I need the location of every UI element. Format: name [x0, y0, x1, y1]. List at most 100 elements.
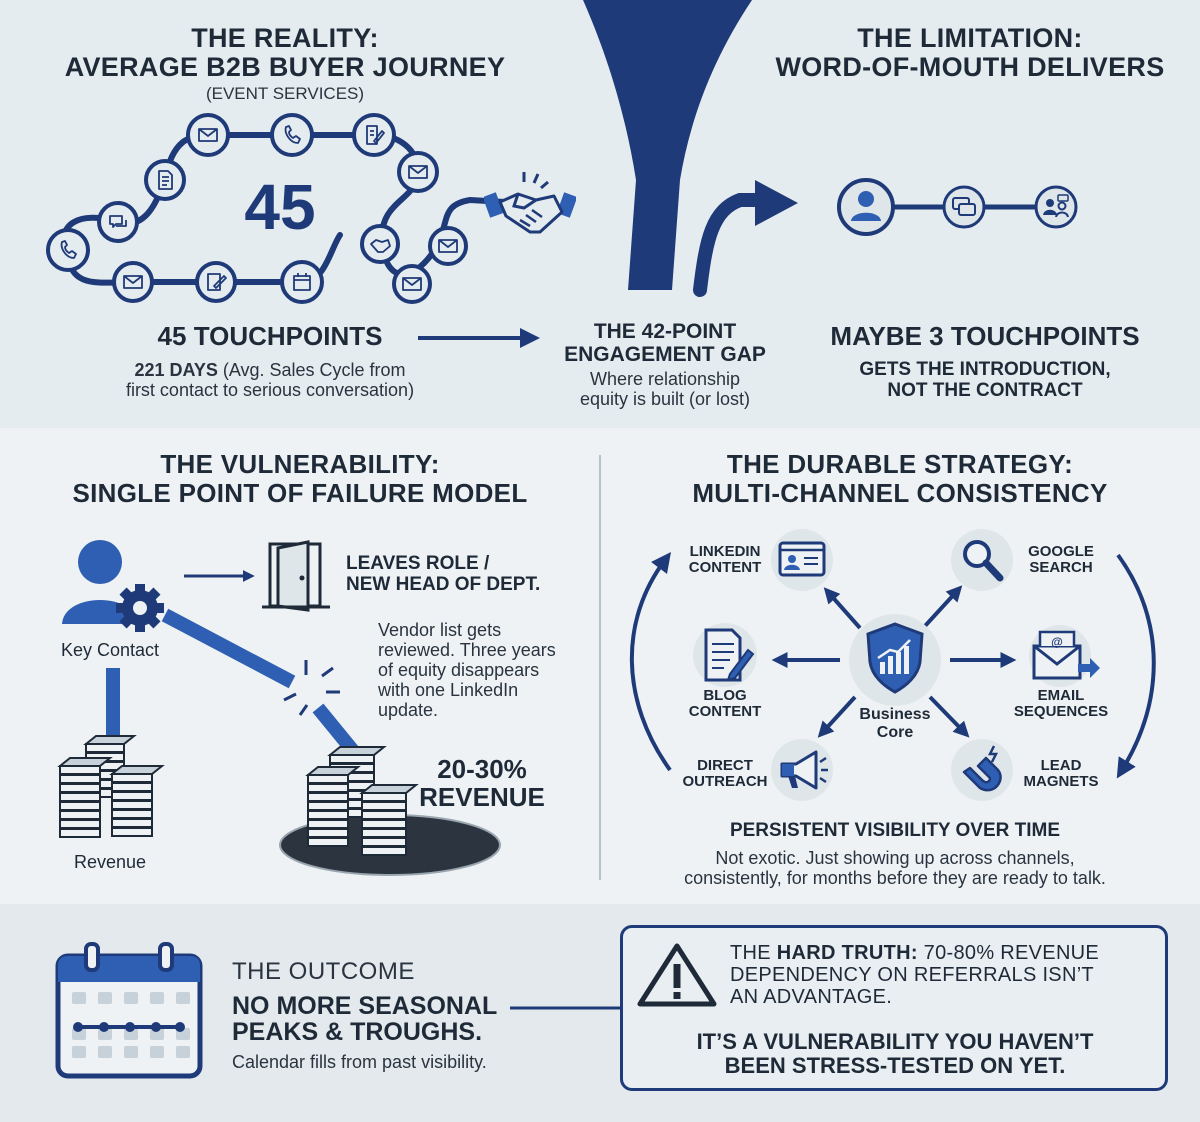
persistent-visibility-desc: Not exotic. Just showing up across chann…	[620, 848, 1170, 888]
cycle-arrow-left	[629, 551, 672, 772]
mail-icon	[392, 264, 432, 304]
limitation-title-line1: THE LIMITATION:	[857, 23, 1083, 53]
magnets-label-line1: LEAD	[1040, 757, 1082, 774]
outcome-desc: Calendar fills from past visibility.	[232, 1052, 487, 1072]
gap-title-line2: ENGAGEMENT GAP	[564, 343, 766, 366]
vulnerability-title-line1: THE VULNERABILITY:	[160, 449, 440, 479]
revenue-loss-pct: 20-30%	[437, 754, 527, 784]
visibility-line2: consistently, for months before they are…	[684, 868, 1106, 888]
gap-desc: Where relationship equity is built (or l…	[520, 369, 810, 409]
broken-link-a	[161, 608, 296, 689]
vulnerability-title-line2: SINGLE POINT OF FAILURE MODEL	[72, 478, 528, 508]
document-icon	[144, 159, 186, 201]
truth-foot-line2: BEEN STRESS-TESTED ON YET.	[724, 1053, 1066, 1078]
cycle-arrow-right	[1116, 553, 1156, 779]
reality-title-line1: THE REALITY:	[191, 23, 379, 53]
lead-magnets-label: LEAD MAGNETS	[996, 758, 1126, 790]
outcome-title-line2: PEAKS & TROUGHS.	[232, 1018, 483, 1046]
outcome-title-line1: NO MORE SEASONAL	[232, 992, 498, 1020]
strategy-title-line2: MULTI-CHANNEL CONSISTENCY	[692, 478, 1108, 508]
linkedin-content-label: LINKEDIN CONTENT	[660, 544, 790, 576]
truth-prefix: THE	[730, 942, 777, 964]
curved-arrow-icon	[693, 180, 798, 297]
days-value: 221 DAYS	[134, 360, 218, 380]
truth-line3: AN ADVANTAGE.	[730, 986, 893, 1008]
business-core-line1: Business	[859, 706, 931, 723]
mail-icon	[112, 261, 154, 303]
limitation-title-line2: WORD-OF-MOUTH DELIVERS	[775, 52, 1165, 82]
handshake-icon	[484, 172, 576, 234]
google-search-label: GOOGLE SEARCH	[996, 544, 1126, 576]
gap-title-line1: THE 42-POINT	[593, 320, 737, 343]
visibility-line1: Not exotic. Just showing up across chann…	[715, 848, 1075, 868]
maybe-touchpoints-label: MAYBE 3 TOUCHPOINTS	[830, 321, 1140, 351]
phone-icon	[46, 228, 90, 272]
touchpoints-label: 45 TOUCHPOINTS	[157, 321, 383, 351]
revenue-loss-label: REVENUE	[419, 782, 545, 812]
journey-count: 45	[244, 171, 316, 243]
calendar-icon	[280, 260, 324, 304]
hub-spokes	[771, 585, 1017, 738]
email-icon: @	[1029, 625, 1100, 687]
blog-document-icon	[693, 623, 757, 687]
reality-section-bg	[0, 0, 1200, 428]
reality-subtitle: (EVENT SERVICES)	[205, 84, 365, 103]
mail-icon	[428, 226, 468, 266]
persistent-visibility-label: PERSISTENT VISIBILITY OVER TIME	[729, 820, 1061, 841]
vendor-line1: Vendor list gets	[378, 620, 502, 640]
megaphone-icon	[771, 739, 833, 801]
search-icon	[951, 529, 1013, 591]
gap-desc-line2: equity is built (or lost)	[579, 389, 751, 409]
key-contact-icon	[62, 540, 164, 632]
magnets-label-line2: MAGNETS	[1023, 773, 1099, 790]
hard-truth-text: THE HARD TRUTH: 70-80% REVENUE DEPENDENC…	[730, 942, 1160, 1008]
blog-label-line2: CONTENT	[688, 703, 762, 720]
mail-icon	[397, 151, 439, 193]
chat-icon	[942, 185, 986, 229]
business-core-line2: Core	[876, 724, 914, 741]
vendor-desc: Vendor list gets reviewed. Three years o…	[378, 620, 598, 720]
outreach-label-line1: DIRECT	[697, 757, 753, 774]
warning-icon	[637, 943, 717, 1007]
truth-bold: HARD TRUTH:	[776, 942, 918, 964]
blog-label-line1: BLOG	[703, 687, 747, 704]
outreach-label-line2: OUTREACH	[682, 773, 768, 790]
truth-line1: 70-80% REVENUE	[917, 942, 1100, 964]
linkedin-profile-icon	[771, 529, 833, 591]
vendor-line4: with one LinkedIn	[378, 680, 519, 700]
leaves-line1: LEAVES ROLE /	[346, 553, 490, 574]
funnel-shape	[583, 0, 752, 290]
days-rest: (Avg. Sales Cycle from	[217, 360, 406, 380]
limitation-title: THE LIMITATION: WORD-OF-MOUTH DELIVERS	[750, 24, 1190, 82]
hard-truth-box	[620, 925, 1168, 1091]
linkedin-label-line1: LINKEDIN	[689, 543, 761, 560]
leaves-line2: NEW HEAD OF DEPT.	[346, 574, 541, 595]
vendor-line2: reviewed. Three years	[378, 640, 556, 660]
phone-icon	[270, 113, 314, 157]
door-icon	[262, 540, 330, 612]
outcome-title: NO MORE SEASONAL PEAKS & TROUGHS.	[232, 993, 522, 1045]
strategy-title: THE DURABLE STRATEGY: MULTI-CHANNEL CONS…	[620, 450, 1180, 508]
svg-text:@: @	[1051, 635, 1063, 649]
google-label-line1: GOOGLE	[1028, 543, 1094, 560]
outcome-label: THE OUTCOME	[232, 958, 415, 985]
vendor-line3: of equity disappears	[378, 660, 540, 680]
limitation-desc: GETS THE INTRODUCTION, NOT THE CONTRACT	[790, 359, 1180, 401]
business-core-label: Business Core	[840, 706, 950, 742]
email-sequences-label: EMAIL SEQUENCES	[996, 688, 1126, 720]
reality-title-line2: AVERAGE B2B BUYER JOURNEY	[64, 52, 506, 82]
revenue-loss: 20-30% REVENUE	[412, 755, 552, 811]
mail-icon	[186, 113, 230, 157]
group-icon	[1034, 185, 1078, 229]
reality-title: THE REALITY: AVERAGE B2B BUYER JOURNEY	[60, 24, 510, 82]
email-label-line2: SEQUENCES	[1013, 703, 1109, 720]
limitation-desc-line1: GETS THE INTRODUCTION,	[859, 359, 1111, 380]
days-line2: first contact to serious conversation)	[125, 380, 415, 400]
blog-content-label: BLOG CONTENT	[660, 688, 790, 720]
truth-line2: DEPENDENCY ON REFERRALS ISN’T	[730, 964, 1094, 986]
sales-cycle-desc: 221 DAYS (Avg. Sales Cycle from first co…	[40, 360, 500, 400]
google-label-line2: SEARCH	[1029, 559, 1093, 576]
broken-link-b	[312, 703, 360, 757]
document-edit-icon	[352, 113, 396, 157]
